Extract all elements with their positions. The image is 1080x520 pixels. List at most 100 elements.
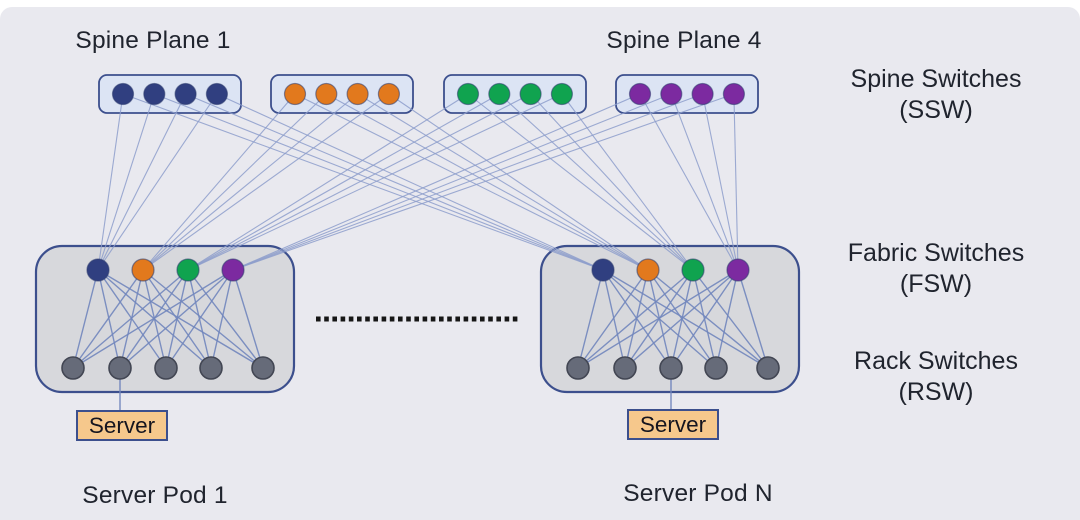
fabric-switches-label-line1: Fabric Switches — [847, 239, 1025, 267]
spine-fabric-link — [639, 93, 739, 271]
spine-switch-dot-plane4 — [722, 82, 746, 106]
fabric-rack-link — [97, 269, 264, 369]
spine-plane-4-label: Spine Plane 4 — [606, 27, 762, 54]
fabric-rack-link — [232, 269, 264, 369]
spine-fabric-link — [232, 93, 641, 271]
server-pod-1-label: Server Pod 1 — [82, 482, 228, 509]
rack-switch-dot — [613, 356, 637, 380]
fabric-rack-link — [72, 269, 234, 369]
fabric-switch-dot — [591, 258, 615, 282]
spine-switch-dot-plane1 — [143, 82, 166, 106]
rack-switch-dot — [199, 356, 223, 380]
rack-switch-dot — [251, 356, 275, 380]
spine-switch-dot-plane4 — [691, 82, 714, 106]
rack-switch-dot — [108, 356, 132, 380]
spine-fabric-link — [187, 93, 531, 271]
rack-switches-label-line2: (RSW) — [898, 378, 974, 406]
fabric-rack-link — [577, 269, 604, 369]
fabric-rack-link — [577, 269, 694, 369]
fabric-switch-dot — [726, 258, 750, 282]
spine-fabric-link — [142, 93, 358, 271]
spine-switch-dot-plane2 — [377, 82, 400, 106]
spine-fabric-link — [232, 93, 735, 271]
fabric-rack-link — [715, 269, 739, 369]
spine-fabric-link — [326, 93, 649, 271]
spine-switch-dot-plane2 — [283, 82, 307, 106]
rack-switches-label-line1: Rack Switches — [854, 347, 1018, 375]
spine-fabric-link — [142, 93, 390, 271]
spine-fabric-link — [498, 93, 694, 271]
fabric-switch-dot — [131, 258, 155, 282]
spine-fabric-link — [294, 93, 649, 271]
spine-fabric-link — [187, 93, 563, 271]
spine-switches-label-line1: Spine Switches — [850, 65, 1022, 93]
spine-fabric-link — [185, 93, 604, 271]
spine-fabric-link — [142, 93, 327, 271]
spine-switches-label-line2: (SSW) — [899, 96, 973, 124]
fabric-switches-label-line2: (FSW) — [899, 270, 973, 298]
spine-fabric-link — [97, 93, 187, 271]
spine-switch-dot-plane1 — [174, 82, 197, 106]
fabric-rack-link — [119, 269, 234, 369]
server-box-pod-1: Server — [76, 410, 168, 441]
fabric-switch-dot — [86, 258, 110, 282]
spine-switch-dot-plane4 — [660, 82, 683, 106]
rack-switches-label: Rack Switches (RSW) — [806, 346, 1066, 408]
spine-switch-dot-plane1 — [205, 82, 228, 106]
server-box-pod-n: Server — [627, 409, 719, 440]
fabric-rack-link — [210, 269, 234, 369]
spine-plane-box-4 — [615, 74, 759, 114]
spine-plane-1-label: Spine Plane 1 — [75, 27, 231, 54]
spine-switch-dot-plane2 — [315, 82, 338, 106]
fabric-switch-dot — [221, 258, 245, 282]
spine-fabric-link — [702, 93, 739, 271]
spine-fabric-link — [561, 93, 694, 271]
spine-switch-dot-plane3 — [488, 82, 511, 106]
spine-switch-dot-plane2 — [346, 82, 369, 106]
rack-switch-dot — [659, 356, 683, 380]
spine-fabric-link — [232, 93, 703, 271]
rack-switch-dot — [154, 356, 178, 380]
rack-switch-dot — [704, 356, 728, 380]
spine-fabric-link — [97, 93, 124, 271]
fabric-rack-link — [187, 269, 264, 369]
spine-fabric-link — [388, 93, 649, 271]
fabric-rack-link — [602, 269, 626, 369]
server-pod-n-label: Server Pod N — [623, 480, 773, 507]
spine-fabric-link — [97, 93, 218, 271]
fabric-switches-label: Fabric Switches (FSW) — [806, 238, 1066, 300]
fabric-rack-link — [72, 269, 189, 369]
rack-switch-dot — [566, 356, 590, 380]
fabric-rack-link — [624, 269, 739, 369]
fabric-rack-link — [602, 269, 769, 369]
fabric-rack-link — [72, 269, 99, 369]
fabric-switch-dot — [681, 258, 705, 282]
fabric-rack-link — [692, 269, 769, 369]
spine-fabric-link — [142, 93, 296, 271]
spine-fabric-link — [216, 93, 604, 271]
rack-switch-dot — [756, 356, 780, 380]
fabric-switch-dot — [636, 258, 660, 282]
fabric-rack-link — [577, 269, 649, 369]
fabric-rack-link — [577, 269, 739, 369]
fabric-rack-link — [670, 269, 739, 369]
spine-fabric-link — [467, 93, 694, 271]
spine-fabric-link — [97, 93, 155, 271]
spine-fabric-link — [187, 93, 500, 271]
spine-fabric-link — [232, 93, 672, 271]
spine-switch-dot-plane4 — [628, 82, 652, 106]
fabric-rack-link — [737, 269, 769, 369]
spine-fabric-link — [122, 93, 604, 271]
fabric-switch-dot — [176, 258, 200, 282]
fabric-rack-link — [72, 269, 144, 369]
spine-switches-label: Spine Switches (SSW) — [806, 64, 1066, 126]
rack-switch-dot — [61, 356, 85, 380]
spine-fabric-link — [670, 93, 739, 271]
spine-plane-box-2 — [270, 74, 414, 114]
spine-fabric-link — [187, 93, 469, 271]
spine-fabric-link — [530, 93, 694, 271]
spine-switch-dot-plane3 — [519, 82, 542, 106]
fabric-rack-link — [165, 269, 234, 369]
